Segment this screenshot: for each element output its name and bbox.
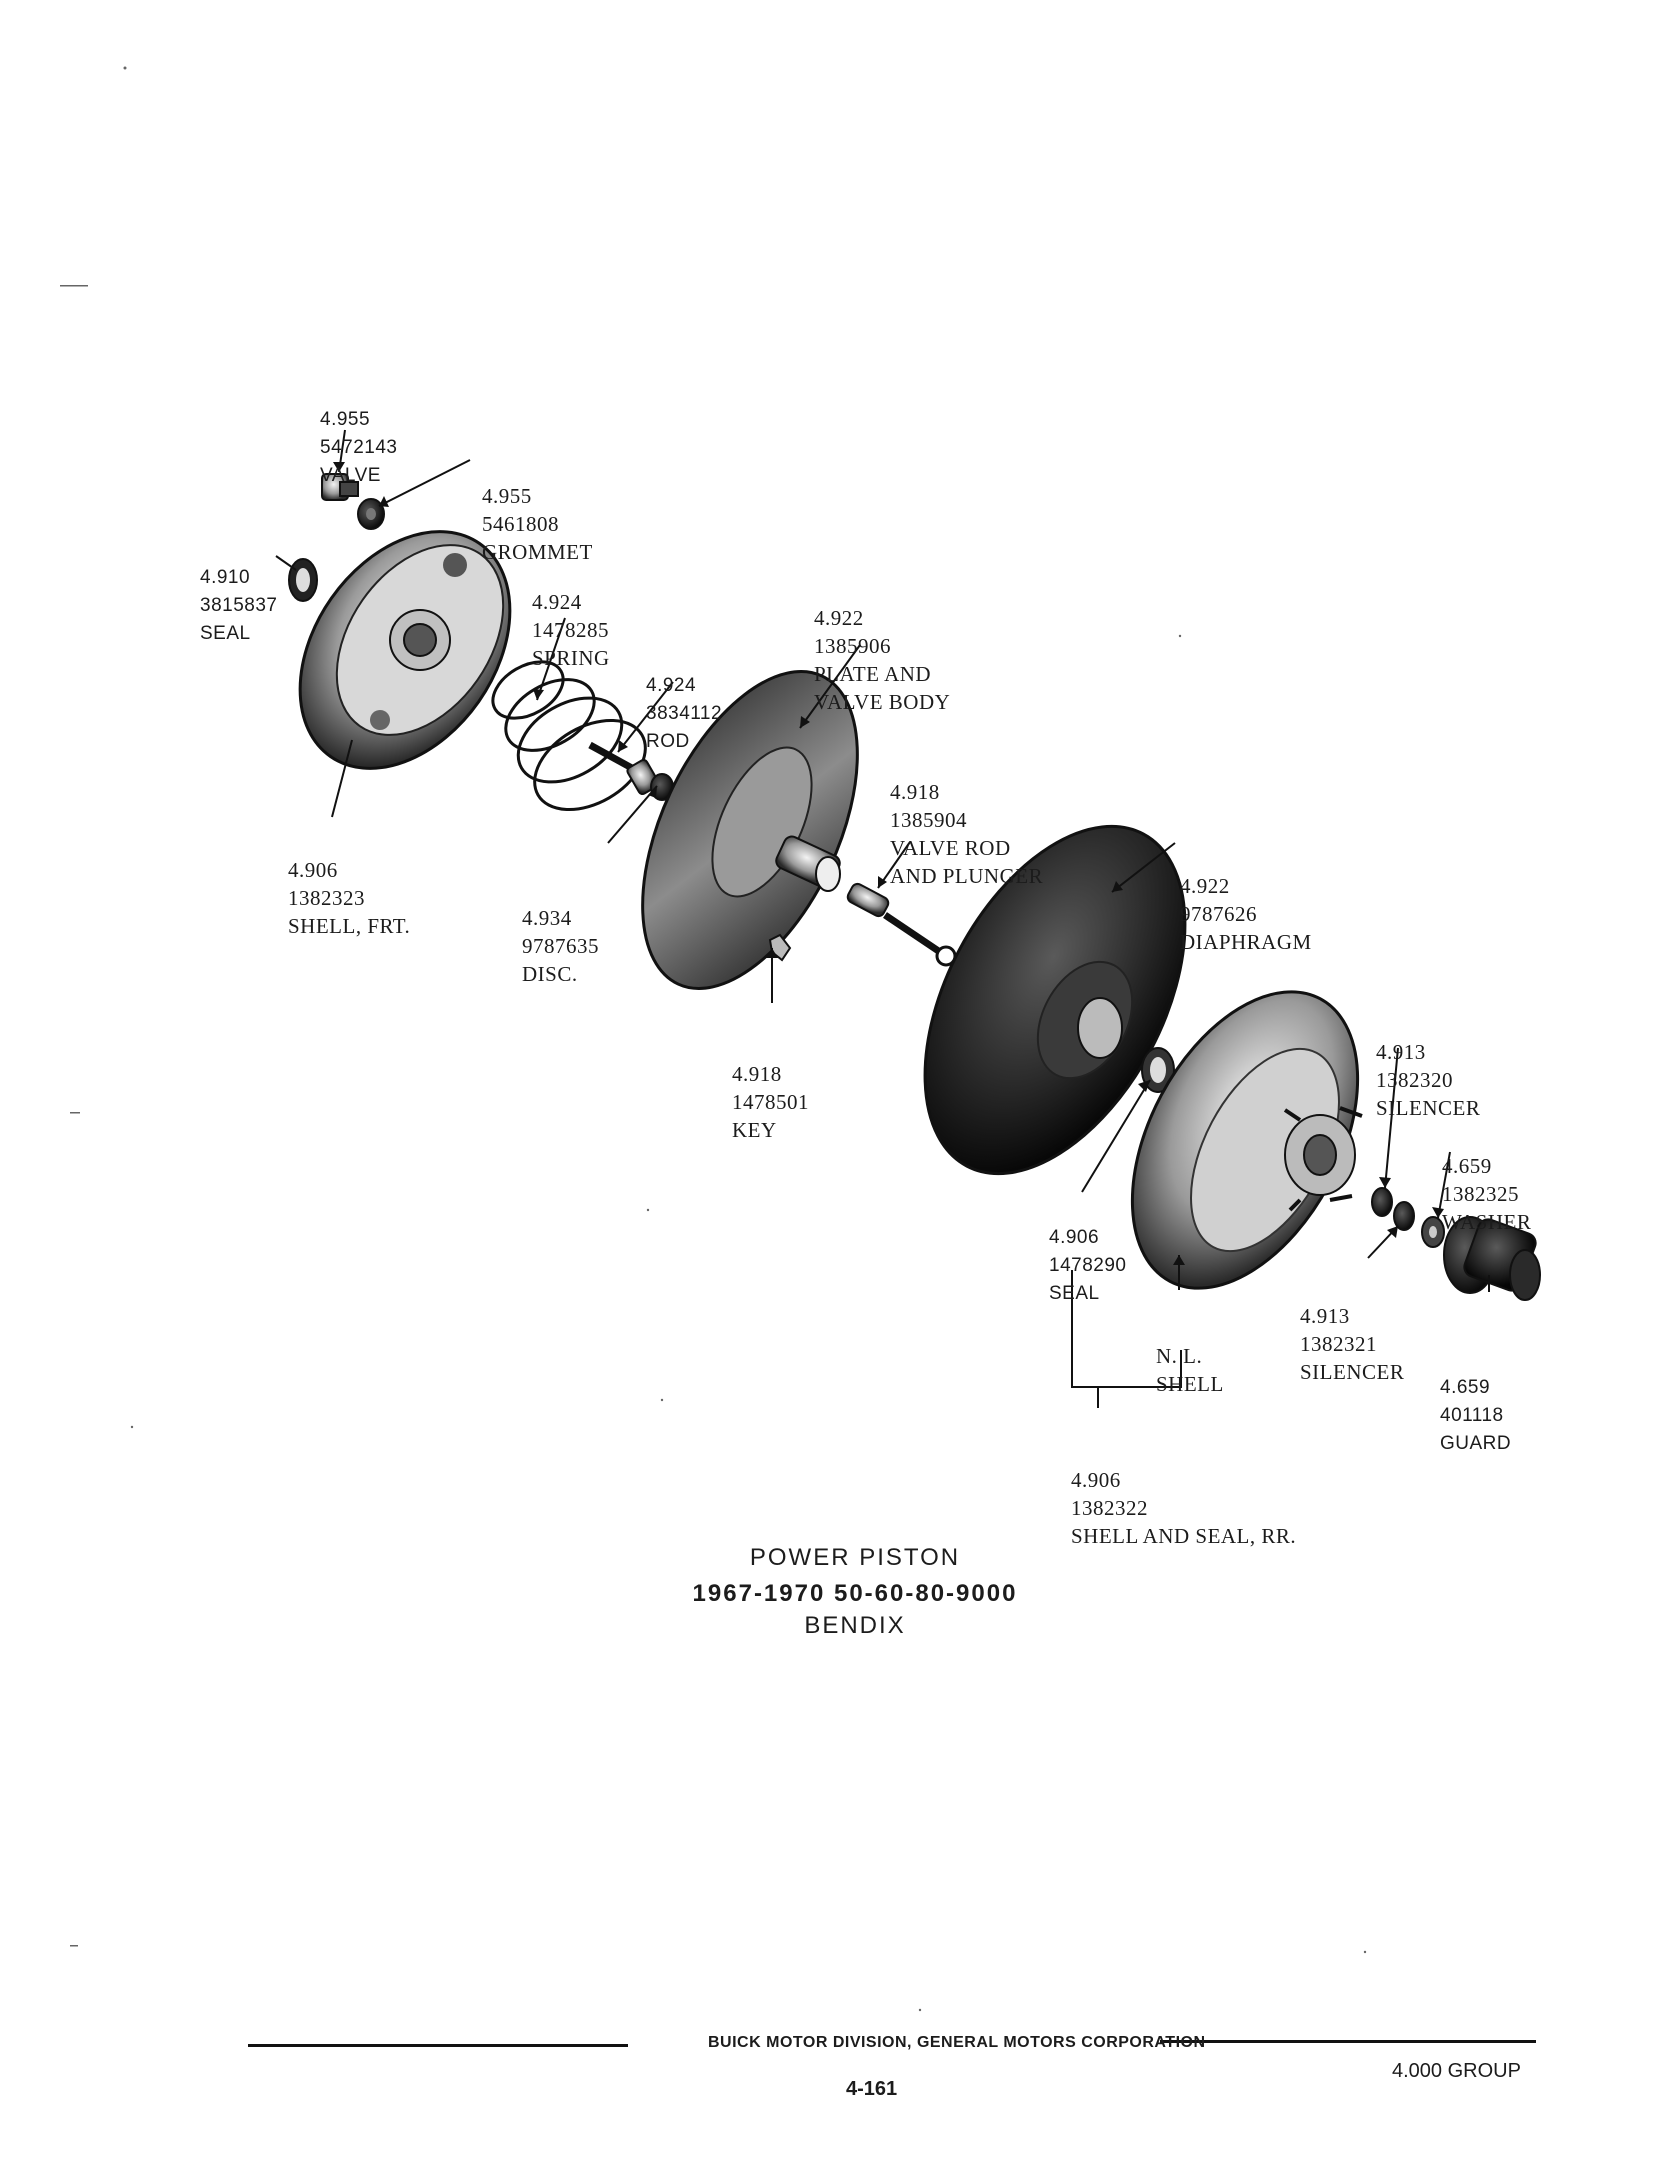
figure-manufacturer: BENDIX — [804, 1612, 906, 1639]
grommet-part — [357, 498, 385, 530]
page-number: 4-161 — [846, 2078, 898, 2100]
valve-rod-and-plunger-part — [846, 882, 957, 967]
diaphragm-part — [923, 824, 1187, 1176]
footer-rule-right — [1160, 2040, 1536, 2043]
upper-silencer-part — [1371, 1187, 1393, 1217]
boot-guard-part — [1443, 1216, 1541, 1301]
front-shell-part — [298, 530, 512, 770]
plate-and-valve-body-part — [641, 670, 859, 990]
leader-arrowheads — [333, 462, 1444, 1265]
footer-division: BUICK MOTOR DIVISION, GENERAL MOTORS COR… — [708, 2034, 1206, 2051]
rear-shell-part — [1130, 990, 1363, 1290]
check-valve-part — [321, 473, 359, 501]
lower-silencer-part — [1393, 1201, 1415, 1231]
return-spring-part — [491, 660, 647, 812]
front-seal-part — [288, 558, 318, 602]
washer-part — [1421, 1216, 1445, 1248]
scan-specks — [60, 66, 1367, 2012]
label-nl-shell: N. L.SHELL — [1156, 1344, 1224, 1396]
figure-years-series: 1967-1970 50-60-80-9000 — [692, 1580, 1018, 1607]
group-label: 4.000 GROUP — [1392, 2060, 1521, 2082]
footer-rule-left — [248, 2044, 628, 2047]
figure-title: POWER PISTON — [749, 1544, 961, 1571]
